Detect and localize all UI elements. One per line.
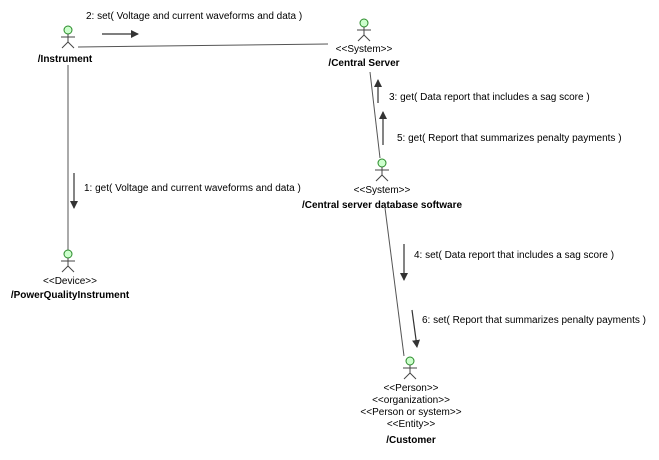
stick-figure-icon — [61, 25, 75, 49]
stereotype: <<System>> — [336, 44, 393, 55]
message-label-2: 2: set( Voltage and current waveforms an… — [86, 11, 302, 22]
stereotype: <<Device>> — [43, 276, 97, 287]
stick-figure-icon — [357, 18, 371, 42]
actor-name: /Central server database software — [302, 200, 463, 211]
stick-figure-icon — [403, 356, 417, 380]
message-label-4: 4: set( Data report that includes a sag … — [414, 250, 614, 261]
actor-central-server[interactable]: <<System>> /Central Server — [328, 18, 400, 69]
actor-power-quality-instrument[interactable]: <<Device>> /PowerQualityInstrument — [11, 249, 130, 301]
arrow-msg-6 — [411, 309, 421, 348]
link-instrument-central-server — [77, 43, 329, 48]
link-db-customer — [384, 207, 405, 357]
actor-name: /Customer — [386, 435, 436, 446]
actor-central-server-database-software[interactable]: <<System>> /Central server database soft… — [302, 158, 463, 211]
stick-figure-icon — [61, 249, 75, 273]
stick-figure-icon — [375, 158, 389, 182]
actor-name: /PowerQualityInstrument — [11, 290, 130, 301]
stereotype: <<Entity>> — [387, 419, 436, 430]
actor-name: /Central Server — [328, 58, 399, 69]
stereotype: <<organization>> — [372, 395, 450, 406]
message-label-6: 6: set( Report that summarizes penalty p… — [422, 315, 646, 326]
message-label-1: 1: get( Voltage and current waveforms an… — [84, 183, 301, 194]
link-central-server-db — [369, 71, 381, 159]
association-links — [67, 43, 405, 357]
actor-customer[interactable]: <<Person>> <<organization>> <<Person or … — [360, 356, 462, 446]
message-label-3: 3: get( Data report that includes a sag … — [389, 92, 590, 103]
stereotype: <<Person or system>> — [360, 407, 461, 418]
message-arrows — [70, 30, 421, 348]
message-label-5: 5: get( Report that summarizes penalty p… — [397, 133, 622, 144]
actor-instrument[interactable]: /Instrument — [38, 25, 93, 65]
stereotype: <<System>> — [354, 185, 411, 196]
stereotype: <<Person>> — [383, 383, 438, 394]
actor-name: /Instrument — [38, 54, 93, 65]
